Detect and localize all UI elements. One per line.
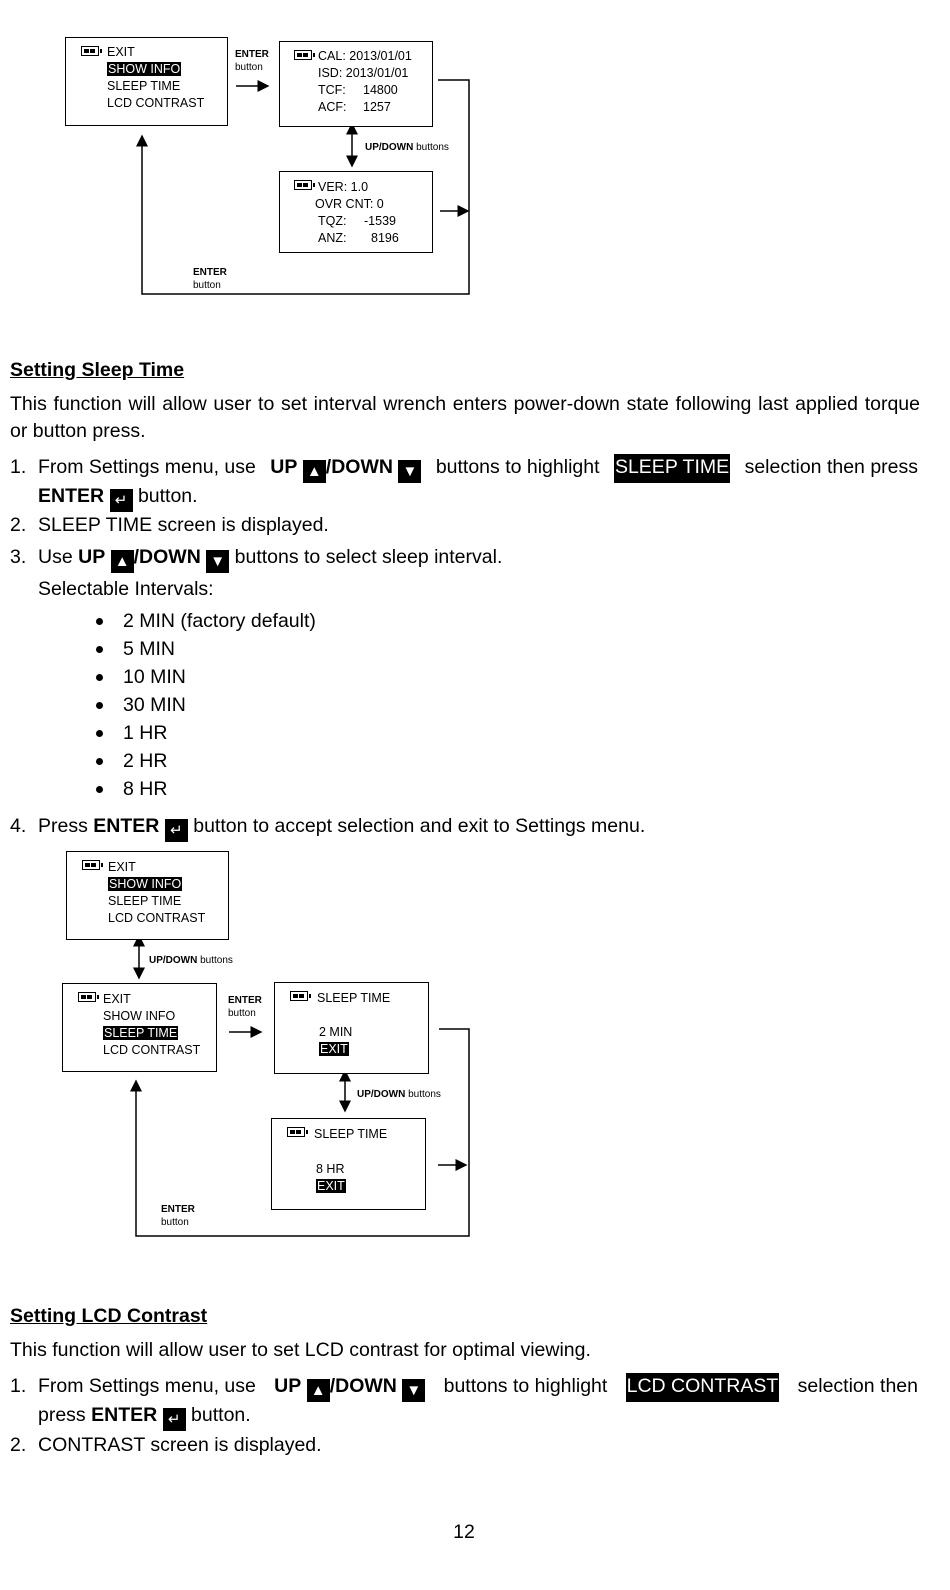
sleep-intro: This function will allow user to set int… xyxy=(10,393,920,442)
interval-item: 1 HR xyxy=(123,722,168,744)
settings-menu-screen: EXIT SHOW INFO SLEEP TIME LCD CONTRAST xyxy=(65,37,228,126)
battery-icon xyxy=(294,50,315,60)
step-number: 1. xyxy=(10,456,27,478)
interval-item: 30 MIN xyxy=(123,694,186,716)
down-arrow-key-icon: ▼ xyxy=(206,550,230,573)
sleep-value: 8 HR xyxy=(316,1162,345,1176)
version: VER: 1.0 xyxy=(318,180,369,194)
interval-item: 8 HR xyxy=(123,778,168,800)
step-number: 3. xyxy=(10,546,27,568)
updown-buttons-label: UP/DOWN buttons xyxy=(149,955,233,966)
interval-item: 2 MIN (factory default) xyxy=(123,610,316,632)
interval-item: 5 MIN xyxy=(123,638,176,660)
step-number: 1. xyxy=(10,1375,27,1397)
bullet-icon xyxy=(96,758,103,765)
menu-item-exit: EXIT xyxy=(103,992,131,1006)
down-arrow-key-icon: ▼ xyxy=(398,460,422,483)
lcd-step-1: From Settings menu, use UP ▲/DOWN ▼ butt… xyxy=(38,1373,918,1431)
sleep-step-3: Use UP ▲/DOWN ▼ buttons to select sleep … xyxy=(38,544,502,573)
menu-item-sleep-time: SLEEP TIME xyxy=(108,894,182,908)
acf-value: 1257 xyxy=(363,100,391,114)
tqz-label: TQZ: xyxy=(318,214,347,228)
up-arrow-key-icon: ▲ xyxy=(302,460,326,483)
battery-icon xyxy=(81,46,102,56)
interval-item: 2 HR xyxy=(123,750,168,772)
interval-item: 10 MIN xyxy=(123,666,186,688)
menu-item-sleep-time-highlighted: SLEEP TIME xyxy=(103,1026,179,1040)
exit-highlighted: EXIT xyxy=(319,1042,349,1056)
sleep-time-title: SLEEP TIME xyxy=(314,1127,388,1141)
step-number: 2. xyxy=(10,514,27,536)
bullet-icon xyxy=(96,786,103,793)
isd-date: ISD: 2013/01/01 xyxy=(318,66,409,80)
tcf-label: TCF: xyxy=(318,83,346,97)
sleep-time-screen-2min: SLEEP TIME 2 MIN EXIT xyxy=(274,982,429,1074)
enter-key-icon: ↵ xyxy=(109,489,133,512)
anz-label: ANZ: xyxy=(318,231,347,245)
sleep-step-2: SLEEP TIME screen is displayed. xyxy=(38,514,329,536)
bullet-icon xyxy=(96,730,103,737)
battery-icon xyxy=(82,860,103,870)
menu-item-exit: EXIT xyxy=(108,860,136,874)
sleep-step-4: Press ENTER ↵ button to accept selection… xyxy=(38,813,645,842)
updown-buttons-label: UP/DOWN buttons xyxy=(365,142,449,153)
tqz-value: -1539 xyxy=(364,214,396,228)
cal-date: CAL: 2013/01/01 xyxy=(318,49,412,63)
acf-label: ACF: xyxy=(318,100,347,114)
info-screen-2: VER: 1.0 OVR CNT: 0 TQZ: -1539 ANZ: 8196 xyxy=(279,171,433,253)
bullet-icon xyxy=(96,702,103,709)
bullet-icon xyxy=(96,618,103,625)
sleep-time-title: SLEEP TIME xyxy=(317,991,391,1005)
lcd-step-2: CONTRAST screen is displayed. xyxy=(38,1434,322,1456)
section-heading-sleep-time: Setting Sleep Time xyxy=(10,359,185,381)
menu-item-lcd-contrast: LCD CONTRAST xyxy=(103,1043,201,1057)
sleep-step-1: From Settings menu, use UP ▲/DOWN ▼ butt… xyxy=(38,454,918,512)
updown-buttons-label: UP/DOWN buttons xyxy=(357,1089,441,1100)
battery-icon xyxy=(294,180,315,190)
up-arrow-key-icon: ▲ xyxy=(306,1379,330,1402)
info-screen-1: CAL: 2013/01/01 ISD: 2013/01/01 TCF: 1480… xyxy=(279,41,433,127)
menu-item-show-info-highlighted: SHOW INFO xyxy=(108,877,183,891)
up-arrow-key-icon: ▲ xyxy=(110,550,134,573)
menu-item-lcd-contrast: LCD CONTRAST xyxy=(107,96,205,110)
sleep-time-screen-8hr: SLEEP TIME 8 HR EXIT xyxy=(271,1118,426,1210)
battery-icon xyxy=(290,991,311,1001)
lcd-contrast-highlight: LCD CONTRAST xyxy=(625,1373,780,1402)
section-heading-lcd-contrast: Setting LCD Contrast xyxy=(10,1305,208,1327)
exit-highlighted: EXIT xyxy=(316,1179,346,1193)
selectable-intervals-label: Selectable Intervals: xyxy=(38,578,214,600)
settings-menu-sleep-selected: EXIT SHOW INFO SLEEP TIME LCD CONTRAST xyxy=(62,983,217,1072)
battery-icon xyxy=(287,1127,308,1137)
sleep-time-highlight: SLEEP TIME xyxy=(613,454,731,483)
menu-item-lcd-contrast: LCD CONTRAST xyxy=(108,911,206,925)
sleep-value: 2 MIN xyxy=(319,1025,353,1039)
settings-menu-screen: EXIT SHOW INFO SLEEP TIME LCD CONTRAST xyxy=(66,851,229,940)
menu-item-show-info: SHOW INFO xyxy=(103,1009,176,1023)
menu-item-show-info-highlighted: SHOW INFO xyxy=(107,62,182,76)
menu-item-exit: EXIT xyxy=(107,45,135,59)
enter-key-icon: ↵ xyxy=(164,819,188,842)
bullet-icon xyxy=(96,646,103,653)
anz-value: 8196 xyxy=(371,231,399,245)
lcd-intro: This function will allow user to set LCD… xyxy=(10,1339,591,1361)
tcf-value: 14800 xyxy=(363,83,398,97)
menu-item-sleep-time: SLEEP TIME xyxy=(107,79,181,93)
bullet-icon xyxy=(96,674,103,681)
menu-list: EXIT SHOW INFO SLEEP TIME LCD CONTRAST xyxy=(107,44,204,112)
step-number: 2. xyxy=(10,1434,27,1456)
down-arrow-key-icon: ▼ xyxy=(402,1379,426,1402)
enter-key-icon: ↵ xyxy=(162,1408,186,1431)
step-number: 4. xyxy=(10,815,27,837)
battery-icon xyxy=(78,992,99,1002)
overload-count: OVR CNT: 0 xyxy=(315,197,384,211)
page-number: 12 xyxy=(453,1521,475,1543)
